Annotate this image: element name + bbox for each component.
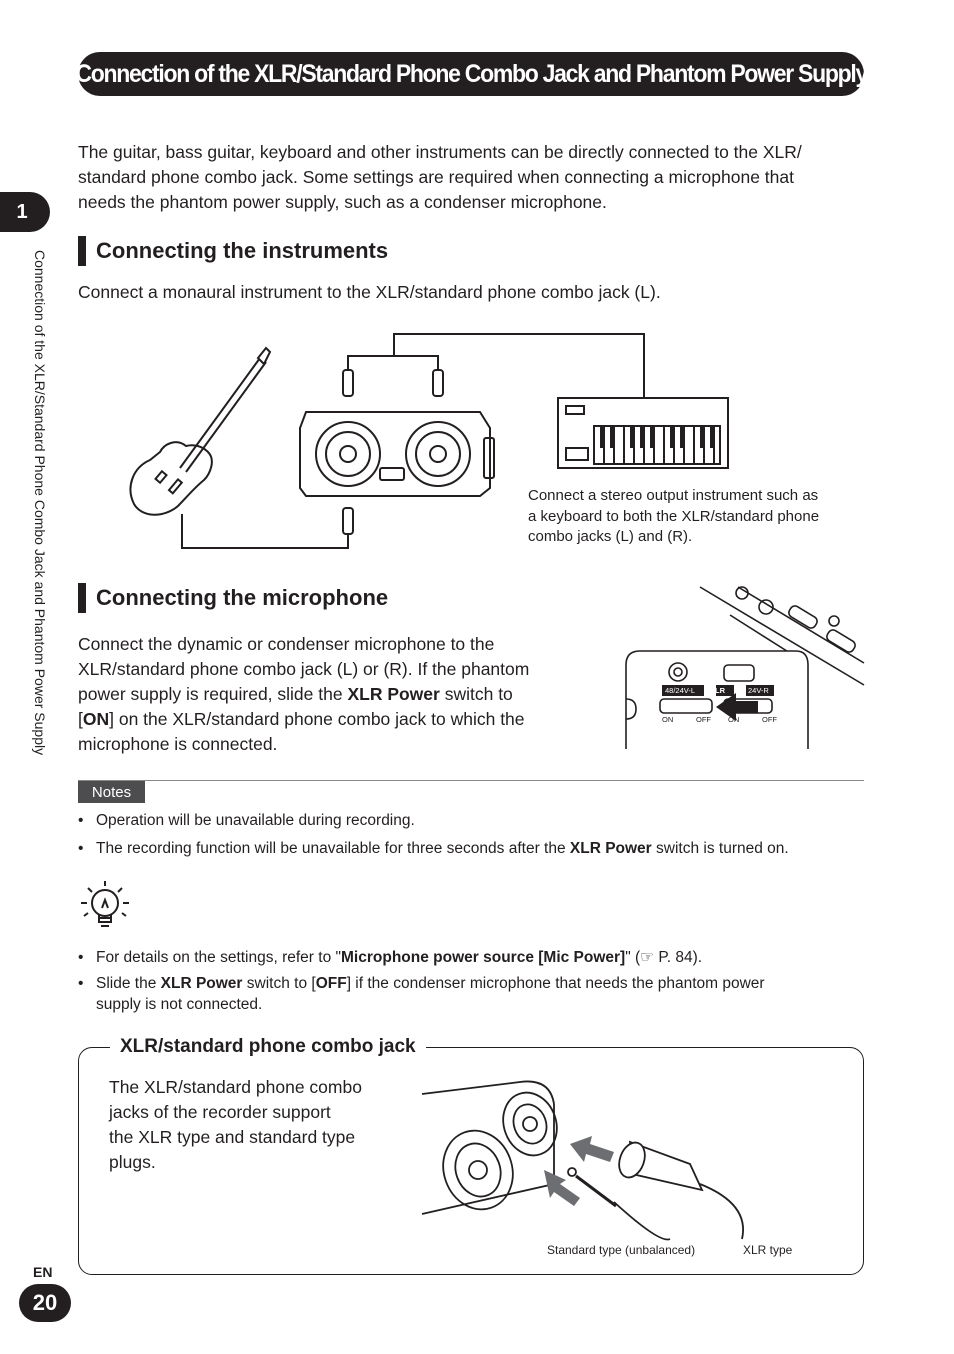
heading-bar [78,236,86,266]
heading-text: Connecting the instruments [96,238,389,263]
page-reference-link[interactable]: P. 84). [654,949,703,966]
combo-jack-illustration [421,1080,744,1241]
panel-drawing [625,586,865,749]
tip-text-part: ] if the condenser microphone that needs… [346,975,765,992]
side-chapter-label: Connection of the XLR/Standard Phone Com… [32,250,48,756]
xlr-power-label: XLR Power [569,840,652,857]
note-text: The recording function will be unavailab… [96,838,789,859]
page-number: 20 [19,1284,71,1322]
mic-power-label: Microphone power source [Mic Power] [341,949,626,966]
page-title: Connection of the XLR/Standard Phone Com… [75,59,868,88]
language-label: EN [33,1264,53,1280]
mic-text: power supply is required, slide the [78,684,348,704]
off-label: OFF [315,975,347,992]
tip-text-part: switch to [ [242,975,316,992]
xlr-power-label: XLR Power [347,684,440,704]
panel-on-left: ON [662,715,674,724]
xlr-power-label: XLR Power [160,975,243,992]
notes-list: • Operation will be unavailable during r… [78,810,864,859]
instruments-text: Connect a monaural instrument to the XLR… [78,282,661,302]
tip-text-part: For details on the settings, refer to " [96,949,342,966]
xlr-type-label: XLR type [743,1243,793,1257]
mic-line: Connect the dynamic or condenser microph… [78,634,495,654]
tips-list: • For details on the settings, refer to … [78,947,864,1015]
combo-jack-title: XLR/standard phone combo jack [110,1036,426,1058]
recorder-icon [299,411,495,497]
panel-off-right: OFF [762,715,777,724]
combo-jack-text: The XLR/standard phone combo jacks of th… [109,1075,409,1175]
mic-line: [ON] on the XLR/standard phone combo jac… [78,707,578,732]
mic-text: [ [78,709,83,729]
tip-text-part: Slide the [96,975,161,992]
mic-text: ] on the XLR/standard phone combo jack t… [109,709,525,729]
caption-line: Connect a stereo output instrument such … [528,487,819,504]
instruments-illustration [129,333,729,549]
section-heading-microphone: Connecting the microphone [78,583,388,613]
combo-line: The XLR/standard phone combo [109,1077,362,1097]
intro-line: The guitar, bass guitar, keyboard and ot… [78,142,802,162]
arrow-left-icon [544,1136,614,1206]
xlr-power-panel-illustration: 48/24V-L XLR 24V-R ON OFF ON OFF [620,585,870,757]
standard-type-label: Standard type (unbalanced) [547,1243,696,1257]
note-item: • The recording function will be unavail… [78,838,864,859]
heading-bar [78,583,86,613]
bullet-dot: • [78,812,84,829]
tip-text-part: supply is not connected. [96,996,263,1013]
panel-label-left: 48/24V-L [665,686,696,695]
note-item: • Operation will be unavailable during r… [78,810,864,831]
tip-item: • For details on the settings, refer to … [78,947,864,968]
microphone-paragraph: Connect the dynamic or condenser microph… [78,632,578,757]
tip-item: • Slide the XLR Power switch to [OFF] if… [78,973,864,1015]
bullet-dot: • [78,949,84,966]
mic-text: switch to [439,684,513,704]
guitar-icon [129,346,272,516]
intro-line: standard phone combo jack. Some settings… [78,167,794,187]
bullet-dot: • [78,975,84,992]
panel-label-right: 24V-R [748,686,769,695]
tip-text: Slide the XLR Power switch to [OFF] if t… [96,973,765,1015]
intro-paragraph: The guitar, bass guitar, keyboard and ot… [78,140,864,215]
section-heading-instruments: Connecting the instruments [78,236,388,266]
on-label: ON [82,709,110,729]
notes-divider [78,780,864,781]
stereo-caption: Connect a stereo output instrument such … [528,486,868,548]
chapter-tab: 1 [0,192,50,232]
caption-line: combo jacks (L) and (R). [528,528,693,545]
lightbulb-icon [81,881,129,927]
panel-label-xlr: XLR [710,686,725,695]
combo-jack-box [78,1047,864,1275]
combo-line: the XLR type and standard type [109,1127,356,1147]
combo-line: jacks of the recorder support [109,1102,331,1122]
mic-line: microphone is connected. [78,734,278,754]
note-text: Operation will be unavailable during rec… [96,812,415,829]
tip-text: For details on the settings, refer to "M… [96,947,702,968]
panel-off-left: OFF [696,715,711,724]
combo-line: plugs. [109,1152,156,1172]
page-reference-icon: ☞ [640,949,655,966]
arrow-left-icon [716,693,758,721]
keyboard-icon [557,397,729,469]
notes-tag: Notes [78,781,145,803]
page-title-bar: Connection of the XLR/Standard Phone Com… [75,52,868,96]
heading-text: Connecting the microphone [96,585,389,610]
note-text-part: switch is turned on. [651,840,789,857]
mic-line: power supply is required, slide the XLR … [78,682,578,707]
tip-text-part: " ( [625,949,641,966]
caption-line: a keyboard to both the XLR/standard phon… [528,507,820,525]
intro-line: needs the phantom power supply, such as … [78,192,607,212]
note-text-part: The recording function will be unavailab… [96,840,570,857]
panel-on-right: ON [728,715,740,724]
bullet-dot: • [78,840,84,857]
mic-line: XLR/standard phone combo jack (L) or (R)… [78,659,530,679]
